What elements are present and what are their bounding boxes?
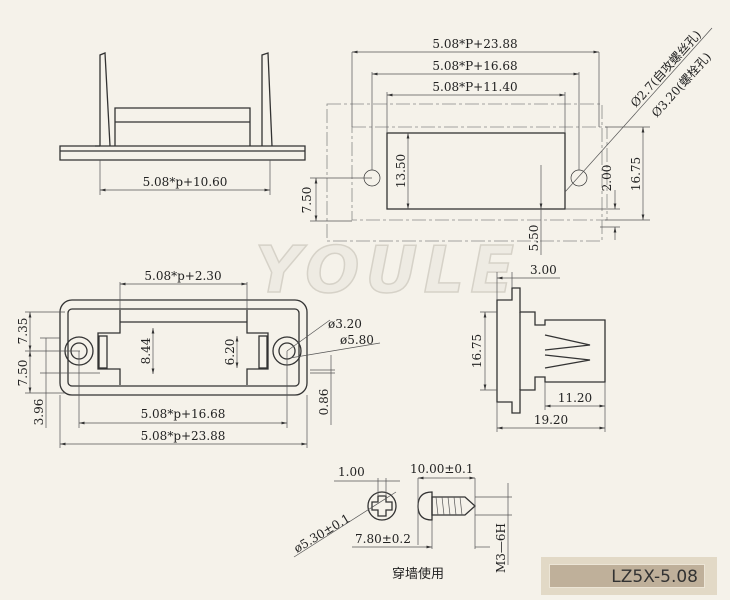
dim-top-width: 5.08*p+2.30 [144,269,221,283]
model-label: LZ5X-5.08 [549,564,705,588]
front-view: 5.08*p+2.30 7.35 7.50 3.96 8.44 6.20 ø3.… [16,269,381,448]
dim-5-50: 5.50 [527,225,541,252]
dim-thread-length: 7.80±0.2 [355,532,411,546]
dim-3-96: 3.96 [32,399,46,426]
hole-dia-5-80: ø5.80 [340,333,374,347]
model-label-box: LZ5X-5.08 [541,557,717,595]
dim-7-50: 7.50 [16,360,30,387]
caption-through-wall: 穿墙使用 [392,566,444,582]
dim-head-dia: ø5.30±0.1 [291,511,352,555]
dim-8-44: 8.44 [139,337,153,364]
dim-width: 5.08*p+10.60 [143,175,228,189]
dim-16-75: 16.75 [629,157,643,191]
screw-view: 1.00 10.00±0.1 ø5.30±0.1 7.80±0.2 M3—6H … [291,462,512,582]
dim-7-35: 7.35 [16,318,30,345]
dim-11-20: 11.20 [558,391,592,405]
dim-overall: 5.08*P+23.88 [432,37,517,51]
dim-overall: 5.08*p+23.88 [141,429,226,443]
dim-16-75: 16.75 [470,334,484,368]
dim-0-86: 0.86 [317,389,331,416]
dim-cutout: 5.08*P+11.40 [432,80,517,94]
panel-cutout-view: 5.08*P+23.88 5.08*P+16.68 5.08*P+11.40 1… [300,28,714,255]
dim-7-50: 7.50 [300,187,314,214]
top-view: 5.08*p+10.60 [59,52,306,195]
dim-6-20: 6.20 [223,339,237,366]
dim-2-00: 2.00 [600,165,614,192]
dim-length: 10.00±0.1 [410,462,474,476]
side-view: 3.00 16.75 11.20 19.20 [470,263,606,432]
dim-1-00: 1.00 [338,465,365,479]
dim-3-00: 3.00 [530,263,557,277]
thread-spec: M3—6H [494,523,508,573]
hole-dia-3-20: ø3.20 [328,317,362,331]
dim-hole-pitch: 5.08*p+16.68 [141,407,226,421]
dim-cutout-height: 13.50 [394,154,408,188]
dim-19-20: 19.20 [534,413,568,427]
watermark: YOULE [255,234,520,308]
dim-hole-pitch: 5.08*P+16.68 [432,59,517,73]
